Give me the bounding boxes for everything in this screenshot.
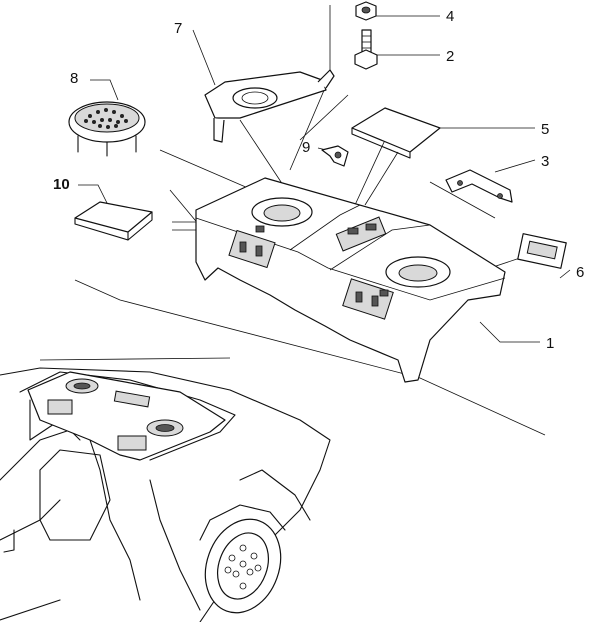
callout-10: 10 <box>53 176 70 193</box>
connector-part <box>517 233 567 269</box>
callout-9: 9 <box>302 139 310 156</box>
callout-8: 8 <box>70 70 78 87</box>
car-body <box>0 367 331 622</box>
bolt-part <box>354 29 378 70</box>
callout-labels: 4 2 7 8 5 3 9 10 6 1 <box>53 8 584 352</box>
clip-part <box>321 145 349 167</box>
speaker-grille-part <box>68 101 146 157</box>
cover-plate-part <box>351 107 441 159</box>
callout-7: 7 <box>174 20 182 37</box>
callout-1: 1 <box>546 335 554 352</box>
callout-4: 4 <box>446 8 454 25</box>
strap-bracket-part <box>445 169 513 203</box>
nut-part <box>355 1 377 21</box>
pad-part <box>74 201 153 241</box>
callout-3: 3 <box>541 153 549 170</box>
callout-5: 5 <box>541 121 549 138</box>
callout-6: 6 <box>576 264 584 281</box>
callout-2: 2 <box>446 48 454 65</box>
bracket-part <box>204 69 335 143</box>
rear-shelf-panel <box>195 177 506 383</box>
